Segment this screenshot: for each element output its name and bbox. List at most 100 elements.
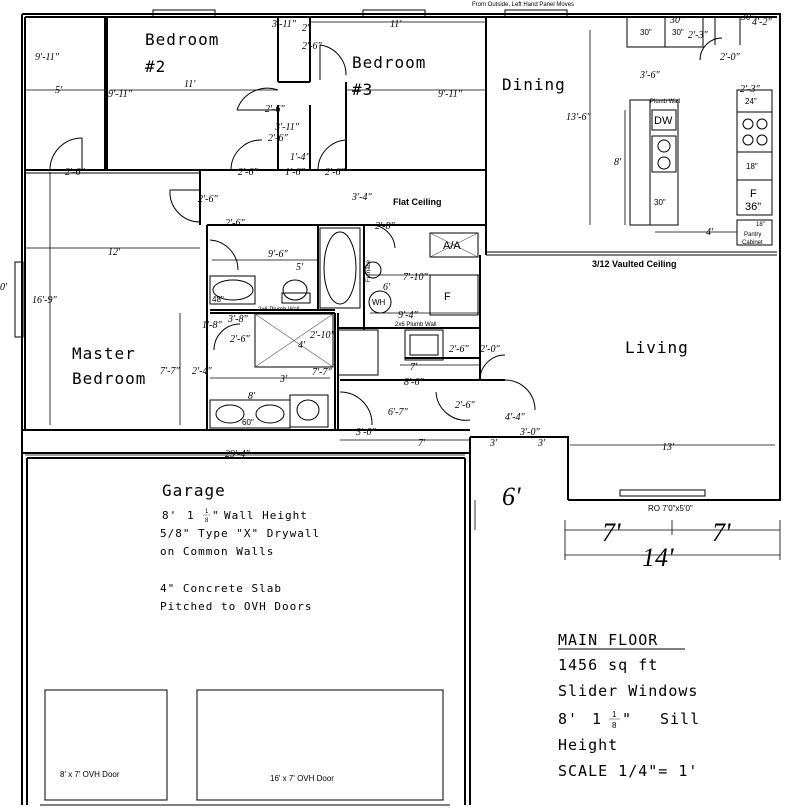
tub-60-label: 60"	[242, 418, 254, 427]
svg-text:3'-8": 3'-8"	[227, 314, 248, 325]
svg-text:2'-6": 2'-6"	[449, 344, 469, 355]
svg-text:2'-10": 2'-10"	[310, 330, 335, 341]
title-height: Height	[558, 736, 618, 754]
svg-text:29'-4": 29'-4"	[225, 449, 250, 460]
bedroom3-label-line2: #3	[352, 80, 373, 99]
svg-text:8': 8'	[558, 710, 578, 728]
svg-text:3'-4": 3'-4"	[351, 192, 372, 203]
svg-text:6': 6'	[383, 282, 391, 293]
svg-text:30": 30"	[740, 12, 756, 23]
title-windows: Slider Windows	[558, 682, 698, 700]
svg-text:": "	[212, 509, 220, 522]
dimension-lines	[25, 21, 781, 560]
svg-text:2'-4": 2'-4"	[192, 366, 212, 377]
svg-text:3'-0": 3'-0"	[355, 427, 376, 438]
cabinet-30a: 30"	[640, 28, 652, 37]
cabinet-24: 24"	[745, 97, 757, 106]
dimension-labels: 9'-11" 5' 9'-11" 11' 3'-11" 2' 2'-6" 11'…	[0, 12, 772, 460]
svg-text:3'-0": 3'-0"	[519, 427, 540, 438]
water-heater-label: WH	[372, 298, 386, 307]
svg-text:3': 3'	[537, 438, 546, 449]
svg-text:on Common Walls: on Common Walls	[160, 545, 274, 558]
dining-label: Dining	[502, 75, 566, 94]
svg-text:2'-3": 2'-3"	[688, 30, 708, 41]
svg-text:2'-6": 2'-6"	[225, 218, 245, 229]
svg-text:7'-7": 7'-7"	[160, 366, 180, 377]
svg-text:8: 8	[612, 721, 617, 730]
svg-text:6'-7": 6'-7"	[388, 407, 408, 418]
title-area: 1456 sq ft	[558, 656, 658, 674]
plumb-wall-1: 2x6 Plumb Wall	[258, 307, 299, 313]
pantry-cabinet-label: Cabinet	[742, 240, 763, 246]
title-scale: SCALE 1/4"= 1'	[558, 762, 698, 780]
svg-text:4'-4": 4'-4"	[505, 412, 525, 423]
stove-size-label: 36"	[745, 201, 761, 213]
svg-text:Pitched to OVH Doors: Pitched to OVH Doors	[160, 600, 312, 613]
svg-text:9'-11": 9'-11"	[438, 89, 463, 100]
svg-text:5/8" Type "X" Drywall: 5/8" Type "X" Drywall	[160, 527, 320, 540]
svg-text:3'-6": 3'-6"	[639, 70, 660, 81]
svg-text:3'-11": 3'-11"	[271, 19, 297, 30]
svg-text:2'-6": 2'-6"	[65, 167, 85, 178]
svg-text:4': 4'	[706, 227, 714, 238]
bedroom3-label-line1: Bedroom	[352, 53, 426, 72]
living-slider-door	[619, 489, 706, 497]
svg-text:7'-7": 7'-7"	[312, 367, 332, 378]
svg-text:1'-8": 1'-8"	[202, 320, 222, 331]
svg-text:2'-0": 2'-0"	[720, 52, 740, 63]
svg-text:5': 5'	[296, 262, 304, 273]
master-label-line1: Master	[72, 344, 136, 363]
svg-text:30": 30"	[669, 15, 685, 26]
svg-text:2'-6": 2'-6"	[230, 334, 250, 345]
svg-text:2'-3": 2'-3"	[740, 84, 760, 95]
f-label: F	[444, 291, 451, 303]
dim-7ft-large-b: 7'	[712, 518, 731, 547]
svg-text:3'-11": 3'-11"	[274, 122, 300, 133]
svg-text:3': 3'	[279, 374, 288, 385]
svg-text:8: 8	[205, 518, 209, 524]
pantry-size: 18"	[756, 222, 765, 228]
svg-text:11': 11'	[184, 79, 196, 90]
svg-text:11': 11'	[390, 19, 402, 30]
svg-text:2': 2'	[302, 23, 310, 34]
svg-text:3': 3'	[489, 438, 498, 449]
svg-text:9'-4": 9'-4"	[398, 310, 418, 321]
title-block: MAIN FLOOR 1456 sq ft Slider Windows 8' …	[558, 631, 700, 780]
svg-text:13': 13'	[662, 442, 675, 453]
window-rough-opening: RO 7'0"x5'0"	[648, 504, 693, 513]
svg-text:Sill: Sill	[660, 710, 700, 728]
svg-text:12': 12'	[108, 247, 121, 258]
bedroom2-label-line1: Bedroom	[145, 30, 219, 49]
svg-text:7': 7'	[418, 438, 426, 449]
svg-text:1: 1	[205, 509, 209, 515]
dim-14ft-large: 14'	[642, 543, 674, 572]
aa-label: A/A	[443, 240, 461, 252]
svg-text:": "	[622, 710, 632, 728]
dishwasher-label: DW	[654, 115, 673, 127]
pantry-label: Pantry	[744, 232, 761, 238]
svg-text:4': 4'	[298, 340, 306, 351]
kitchen-fixtures	[626, 16, 773, 246]
bath-fixtures	[209, 227, 479, 429]
svg-text:9'-11": 9'-11"	[35, 52, 60, 63]
dim-6ft-large: 6'	[502, 482, 521, 511]
svg-text:4" Concrete Slab: 4" Concrete Slab	[160, 582, 282, 595]
svg-text:1: 1	[592, 710, 602, 728]
svg-text:2'-6": 2'-6"	[325, 167, 345, 178]
cabinet-18: 18"	[746, 162, 758, 171]
svg-text:Wall Height: Wall Height	[224, 509, 308, 522]
garage-door-single-label: 8' x 7' OVH Door	[60, 770, 120, 779]
stove-f-label: F	[750, 188, 757, 200]
plumb-wall-3: Plumb Wall	[650, 99, 680, 105]
furnace-label: Furnace	[366, 259, 372, 282]
master-label-line2: Bedroom	[72, 369, 146, 388]
svg-text:7'-10": 7'-10"	[403, 272, 428, 283]
svg-text:2'-6": 2'-6"	[265, 104, 285, 115]
svg-text:5': 5'	[55, 85, 63, 96]
dim-7ft-large-a: 7'	[602, 518, 621, 547]
vaulted-ceiling-label: 3/12 Vaulted Ceiling	[592, 259, 677, 269]
svg-text:1: 1	[612, 710, 617, 719]
living-label: Living	[625, 338, 689, 357]
garage-door-double-label: 16' x 7' OVH Door	[270, 774, 334, 783]
